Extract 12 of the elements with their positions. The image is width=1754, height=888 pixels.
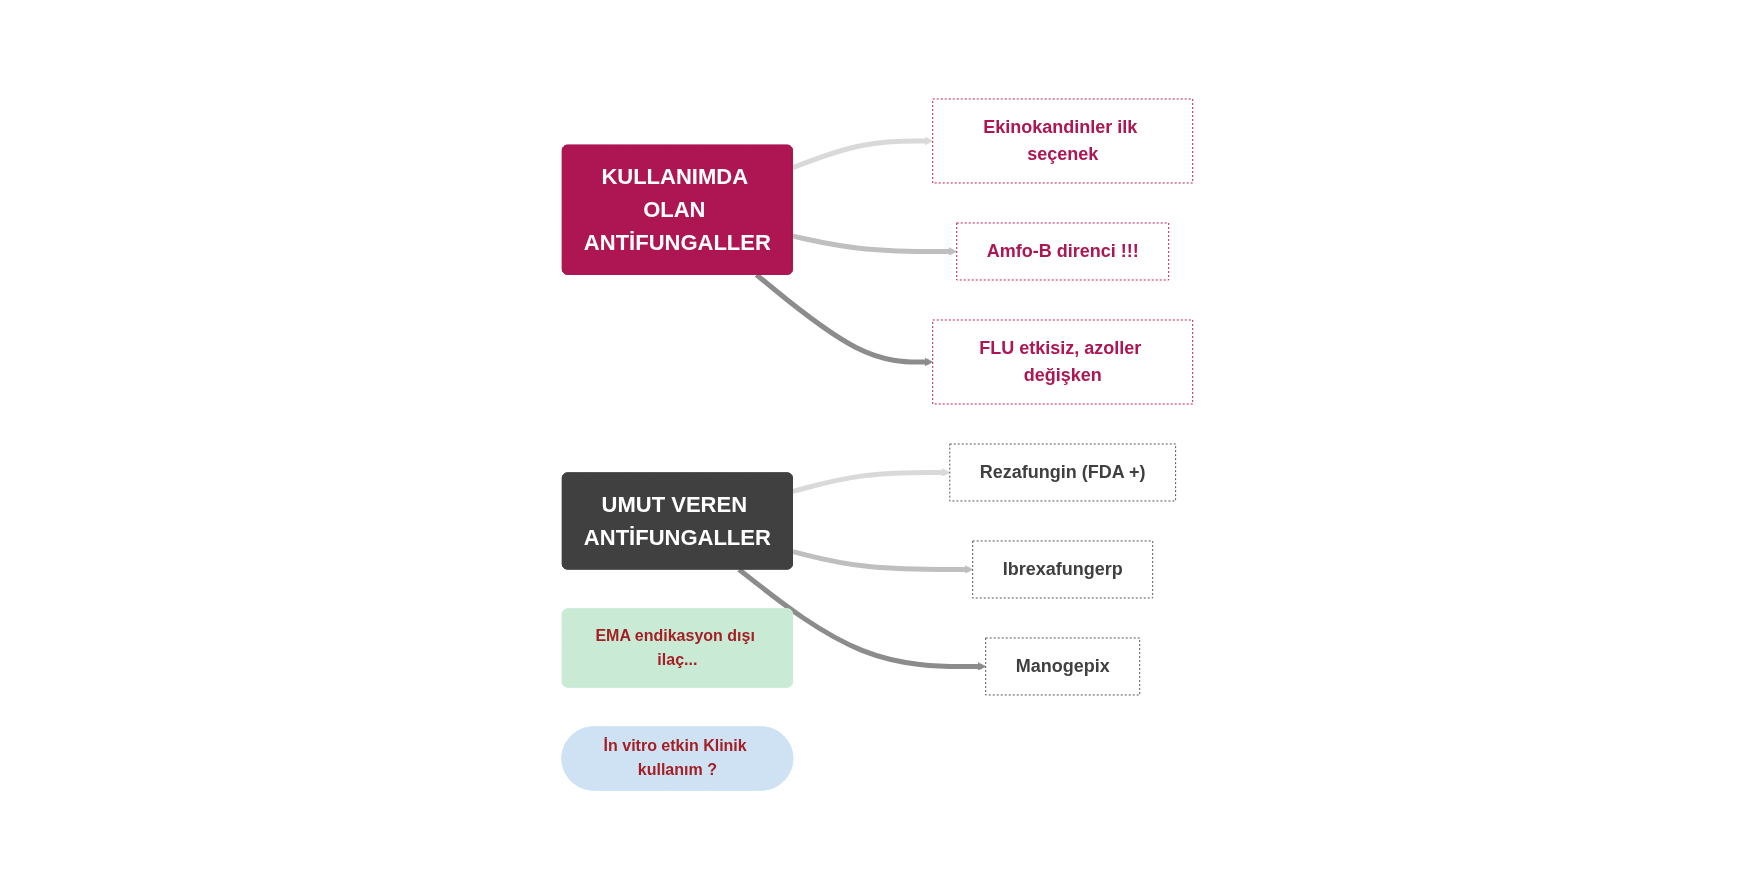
- node-box: Rezafungin (FDA +): [948, 443, 1176, 501]
- arrow: [791, 233, 957, 256]
- node-box: Ibrexafungerp: [971, 540, 1153, 598]
- arrow: [754, 272, 933, 366]
- node-box: Amfo-B direnci !!!: [955, 222, 1169, 280]
- arrow: [791, 548, 973, 574]
- node-box: Manogepix: [984, 637, 1140, 695]
- node-box: Ekinokandinler ilk seçenek: [931, 98, 1193, 183]
- node-box: FLU etkisiz, azoller değişken: [931, 319, 1193, 404]
- arrow: [791, 136, 933, 170]
- arrow: [737, 567, 986, 671]
- arrow: [791, 467, 950, 494]
